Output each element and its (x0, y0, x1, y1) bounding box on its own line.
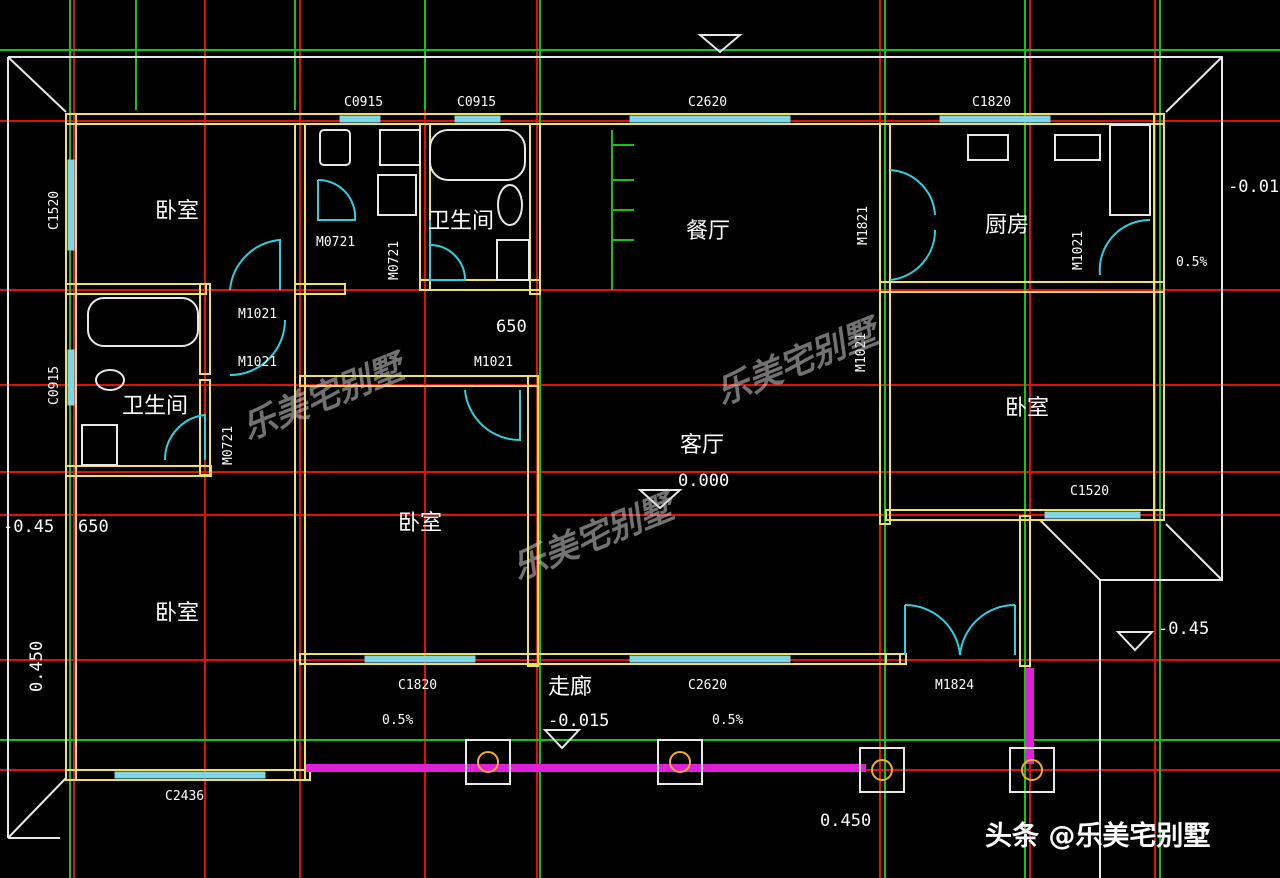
dimension-650-top: 650 (496, 317, 527, 337)
dimension-650-left: 650 (78, 517, 109, 537)
annotations: 0.000 -0.015 -0.45 -0.45 0.450 0.450 -0.… (3, 177, 1280, 831)
window-label-c0915-a: C0915 (344, 95, 383, 110)
slope-bottom-left: 0.5% (382, 713, 413, 728)
door-label-m1824: M1824 (935, 678, 974, 693)
level-step-bottom: 0.450 (820, 811, 871, 831)
slope-right: 0.5% (1176, 255, 1207, 270)
window-labels: C0915 C0915 C2620 C1820 C1520 C1820 C262… (47, 95, 1109, 804)
room-dining: 餐厅 (686, 219, 730, 244)
door-label-m1021-kitchen: M1021 (1071, 231, 1086, 270)
dining-stair-marks (611, 130, 634, 290)
window-label-c0915-b: C0915 (457, 95, 496, 110)
door-labels: M0721 M0721 M1821 M1021 M1021 M1021 M102… (221, 206, 1086, 693)
door-label-m1021-east: M1021 (854, 333, 869, 372)
porch-posts (306, 668, 1055, 793)
room-kitchen: 厨房 (985, 213, 1029, 238)
level-living: 0.000 (678, 471, 729, 491)
door-swings (163, 169, 1151, 656)
window-label-c1820-top: C1820 (972, 95, 1011, 110)
level-top-right: -0.015 (1228, 177, 1280, 197)
room-living: 客厅 (680, 433, 724, 458)
level-markers (542, 34, 1155, 750)
room-bathroom-left: 卫生间 (122, 394, 188, 419)
door-label-m0721-a: M0721 (316, 235, 355, 250)
walls (65, 113, 1165, 781)
room-labels: 卧室 卫生间 餐厅 厨房 卫生间 卧室 客厅 卧室 卧室 走廊 (122, 199, 1049, 700)
door-label-m0721-c: M0721 (221, 426, 236, 465)
room-corridor: 走廊 (548, 675, 592, 700)
slope-bottom-mid: 0.5% (712, 713, 743, 728)
door-label-m1021-b: M1021 (238, 355, 277, 370)
door-label-m1821: M1821 (856, 206, 871, 245)
window-label-c1520-left: C1520 (47, 191, 62, 230)
window-label-c1820-bottom: C1820 (398, 678, 437, 693)
window-label-c2620-bottom: C2620 (688, 678, 727, 693)
room-bedroom-nw: 卧室 (155, 199, 199, 224)
room-bathroom-top: 卫生间 (428, 209, 494, 234)
window-label-c1520-east: C1520 (1070, 484, 1109, 499)
roof-outline (7, 56, 1223, 878)
level-corridor: -0.015 (548, 711, 609, 731)
room-bedroom-east: 卧室 (1005, 396, 1049, 421)
fixtures (81, 124, 1151, 466)
level-step-left: 0.450 (27, 641, 47, 692)
window-label-c2436: C2436 (165, 789, 204, 804)
room-bedroom-mid: 卧室 (398, 511, 442, 536)
window-label-c0915-left: C0915 (47, 366, 62, 405)
room-bedroom-sw: 卧室 (155, 601, 199, 626)
windows (67, 115, 1141, 779)
watermark-3: 乐美宅别墅 (506, 486, 683, 589)
door-label-m0721-b: M0721 (387, 241, 402, 280)
level-left-outer: -0.45 (3, 517, 54, 537)
watermarks: 乐美宅别墅 乐美宅别墅 乐美宅别墅 (236, 311, 887, 589)
source-credit: 头条 @乐美宅别墅 (985, 821, 1211, 852)
window-label-c2620-top: C2620 (688, 95, 727, 110)
level-right-outer: -0.45 (1158, 619, 1209, 639)
door-label-m1021-a: M1021 (238, 307, 277, 322)
door-label-m1021-c: M1021 (474, 355, 513, 370)
